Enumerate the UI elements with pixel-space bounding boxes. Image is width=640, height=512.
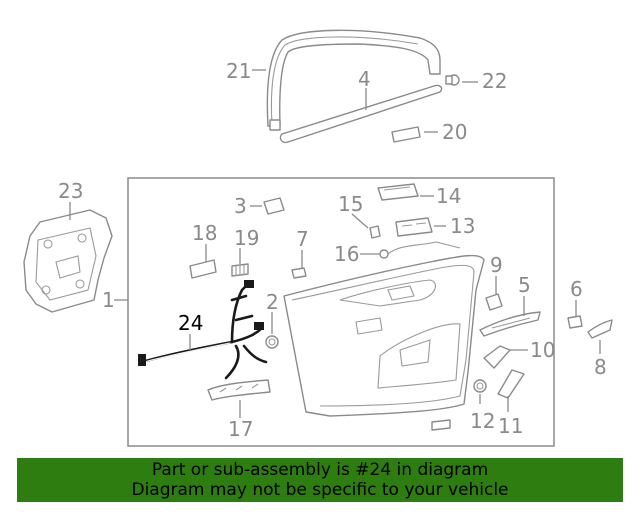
part-3-bracket xyxy=(263,197,285,215)
leader-lines xyxy=(69,69,601,418)
info-banner: Part or sub-assembly is #24 in diagram D… xyxy=(17,458,623,502)
callout-2: 2 xyxy=(266,290,279,314)
part-14-switch-bezel xyxy=(377,183,419,201)
banner-line-part: Part or sub-assembly is #24 in diagram xyxy=(151,460,489,480)
part-24-wiring-harness xyxy=(138,280,268,380)
part-5-inside-handle xyxy=(479,311,541,337)
part-23-door-module xyxy=(23,209,113,313)
callout-3: 3 xyxy=(234,194,247,218)
callout-18: 18 xyxy=(192,221,217,245)
callout-24: 24 xyxy=(178,311,203,335)
callout-11: 11 xyxy=(498,414,523,438)
part-20-pad xyxy=(391,126,421,143)
part-2-grommet xyxy=(265,335,279,349)
callout-17: 17 xyxy=(228,417,253,441)
callout-19: 19 xyxy=(234,226,259,250)
callout-9: 9 xyxy=(490,253,503,277)
part-4-belt-molding xyxy=(279,84,443,144)
callout-7: 7 xyxy=(296,227,309,251)
part-22-clip xyxy=(445,74,460,86)
part-11-pocket xyxy=(497,369,525,399)
callout-labels: 21 4 22 20 23 1 3 14 15 13 16 18 19 7 2 … xyxy=(58,59,607,441)
part-19-screw xyxy=(231,263,249,277)
part-13-window-switch xyxy=(395,217,433,237)
banner-line-disclaimer: Diagram may not be specific to your vehi… xyxy=(131,480,509,500)
callout-14: 14 xyxy=(436,184,461,208)
part-7-pad xyxy=(291,267,307,279)
callout-20: 20 xyxy=(442,120,467,144)
callout-23: 23 xyxy=(58,179,83,203)
callout-10: 10 xyxy=(530,338,555,362)
part-9-pad xyxy=(485,293,503,311)
part-reflector xyxy=(431,419,451,431)
part-12-plug xyxy=(473,379,487,393)
callout-12: 12 xyxy=(470,409,495,433)
part-17-retainer xyxy=(207,379,271,401)
part-8-pad xyxy=(587,319,613,339)
part-6-screw xyxy=(567,315,583,329)
callout-16: 16 xyxy=(334,242,359,266)
callout-22: 22 xyxy=(482,69,507,93)
callout-6: 6 xyxy=(570,277,583,301)
door-trim-panel xyxy=(283,254,485,417)
part-21-window-frame-molding xyxy=(266,29,441,131)
callout-4: 4 xyxy=(358,67,371,91)
callout-8: 8 xyxy=(594,355,607,379)
callout-13: 13 xyxy=(450,214,475,238)
callout-1: 1 xyxy=(102,288,115,312)
callout-21: 21 xyxy=(226,59,251,83)
callout-5: 5 xyxy=(518,273,531,297)
part-15-bracket xyxy=(369,225,381,239)
part-16-switch-harness xyxy=(379,241,461,259)
callout-15: 15 xyxy=(338,192,363,216)
